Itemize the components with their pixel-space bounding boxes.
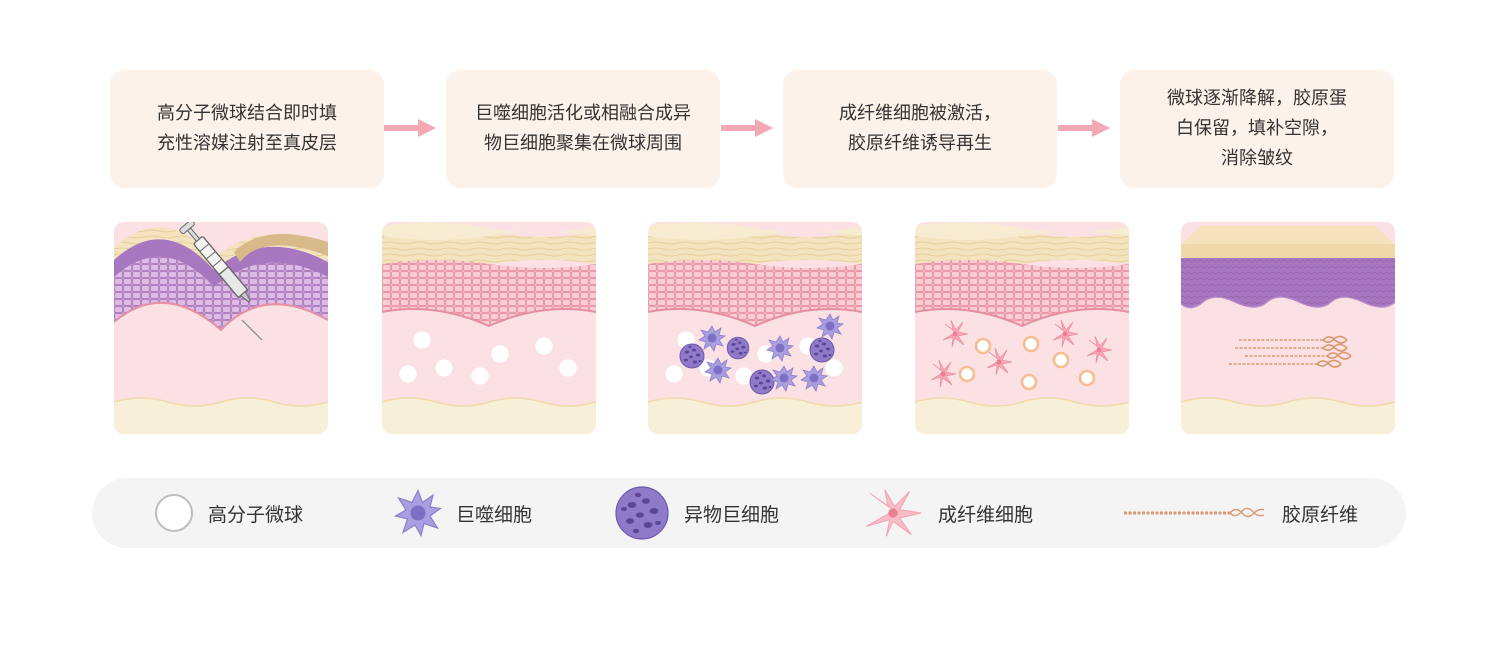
- step-4-text: 微球逐渐降解，胶原蛋 白保留，填补空隙， 消除皱纹: [1167, 88, 1347, 169]
- skin-panel-microspheres: [382, 222, 596, 434]
- step-box-4: 微球逐渐降解，胶原蛋 白保留，填补空隙， 消除皱纹: [1120, 70, 1394, 188]
- step-box-2: 巨噬细胞活化或相融合成异 物巨细胞聚集在微球周围: [446, 70, 720, 188]
- legend-item-microsphere: 高分子微球: [154, 478, 303, 548]
- step-2-text: 巨噬细胞活化或相融合成异 物巨细胞聚集在微球周围: [475, 103, 691, 154]
- step-box-3: 成纤维细胞被激活， 胶原纤维诱导再生: [783, 70, 1057, 188]
- legend-label-fibroblast: 成纤维细胞: [938, 503, 1034, 526]
- legend-label-collagen: 胶原纤维: [1282, 503, 1359, 526]
- arrow-right-icon: [721, 119, 773, 137]
- legend-item-giant-cell: 异物巨细胞: [614, 478, 779, 548]
- fibroblast-icon: [866, 489, 922, 537]
- legend: 高分子微球 巨噬细胞 异物巨细胞 成纤维细胞: [92, 478, 1406, 548]
- giant-cell-icon: [615, 486, 669, 540]
- legend-item-collagen: 胶原纤维: [1122, 478, 1358, 548]
- legend-label-giant-cell: 异物巨细胞: [684, 503, 780, 526]
- legend-label-microsphere: 高分子微球: [208, 503, 304, 526]
- arrow-right-icon: [1058, 119, 1110, 137]
- legend-item-fibroblast: 成纤维细胞: [862, 478, 1033, 548]
- macrophage-icon: [394, 489, 442, 537]
- skin-panel-fibroblasts: [915, 222, 1129, 434]
- skin-panel-macrophages: [648, 222, 862, 434]
- collagen-fiber-icon: [1229, 335, 1352, 368]
- arrow-right-icon: [384, 119, 436, 137]
- step-box-1: 高分子微球结合即时填 充性溶媒注射至真皮层: [110, 70, 384, 188]
- legend-item-macrophage: 巨噬细胞: [394, 478, 532, 548]
- legend-label-macrophage: 巨噬细胞: [456, 503, 533, 526]
- step-3-text: 成纤维细胞被激活， 胶原纤维诱导再生: [839, 103, 1001, 154]
- microsphere-icon: [155, 494, 193, 532]
- syringe-icon: [179, 222, 263, 341]
- skin-panel-injection: [114, 222, 328, 434]
- skin-panel-collagen: [1181, 222, 1395, 434]
- step-1-text: 高分子微球结合即时填 充性溶媒注射至真皮层: [157, 103, 337, 154]
- collagen-fiber-icon: [1124, 507, 1265, 518]
